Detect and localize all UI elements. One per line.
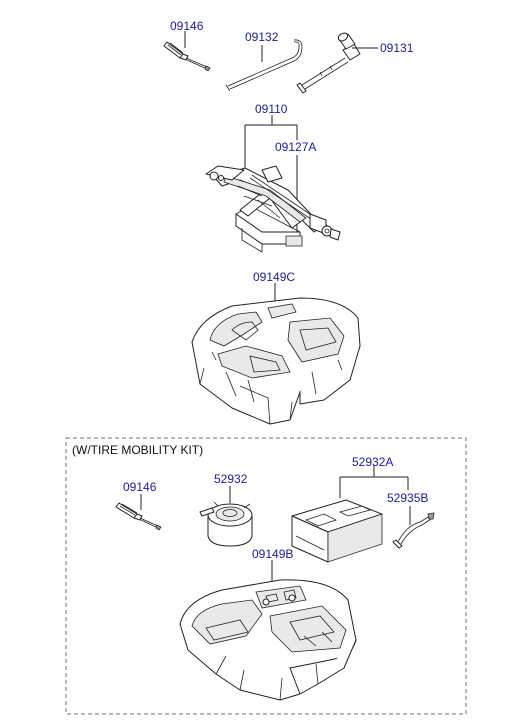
part-label-09146-kit[interactable]: 09146 xyxy=(123,480,157,494)
tire-mobility-kit-heading: (W/TIRE MOBILITY KIT) xyxy=(72,443,203,457)
part-label-52932[interactable]: 52932 xyxy=(214,472,248,486)
wheel-wrench-drawing xyxy=(296,32,361,94)
part-label-09132[interactable]: 09132 xyxy=(245,30,279,44)
scissor-jack-drawing xyxy=(205,165,341,253)
luggage-tray-kit-drawing xyxy=(179,579,357,701)
part-label-09146-top[interactable]: 09146 xyxy=(170,19,204,33)
compressor-52932-drawing xyxy=(199,501,253,547)
part-label-52932A[interactable]: 52932A xyxy=(352,455,393,469)
part-label-09110[interactable]: 09110 xyxy=(255,102,288,116)
luggage-tray-standard-drawing xyxy=(191,297,361,425)
sealant-hose-drawing xyxy=(392,512,435,549)
part-label-09127A[interactable]: 09127A xyxy=(275,140,316,154)
tire-mobility-kit-case-drawing xyxy=(291,499,383,563)
part-label-09131[interactable]: 09131 xyxy=(380,41,414,55)
screwdriver-kit-drawing xyxy=(115,502,162,531)
screwdriver-top-drawing xyxy=(163,41,211,72)
jack-handle-drawing xyxy=(225,39,303,92)
part-label-09149B[interactable]: 09149B xyxy=(252,547,293,561)
part-label-09149C[interactable]: 09149C xyxy=(253,270,295,284)
tire-mobility-kit-frame xyxy=(65,437,467,715)
part-label-52935B[interactable]: 52935B xyxy=(387,491,428,505)
